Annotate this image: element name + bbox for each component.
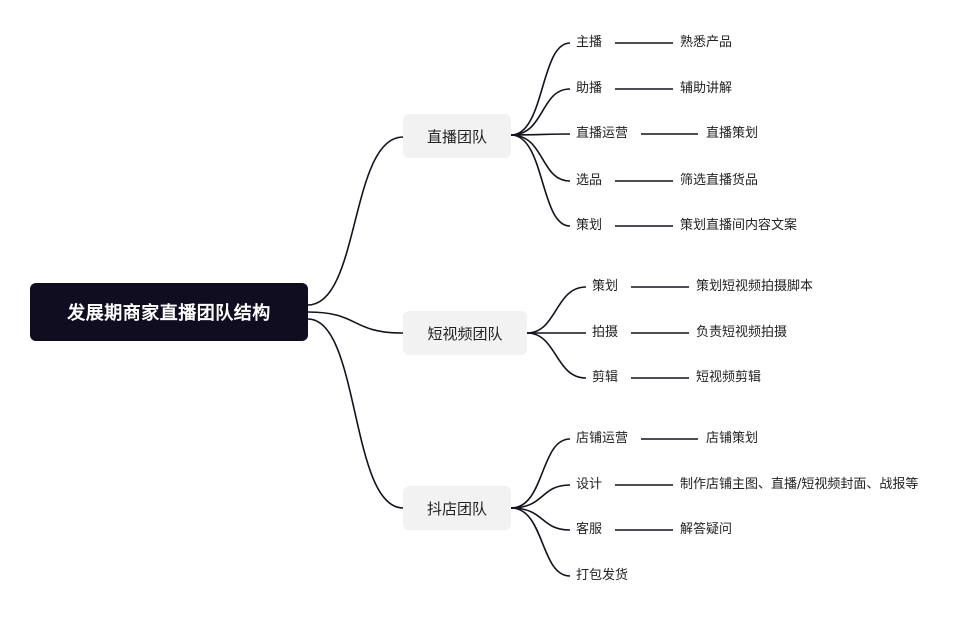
link-team-1-role-0 xyxy=(526,286,587,334)
duty-label[interactable]: 直播策划 xyxy=(706,126,759,141)
duty-label[interactable]: 策划直播间内容文案 xyxy=(680,218,798,233)
role-label[interactable]: 策划 xyxy=(576,218,603,233)
duty-label[interactable]: 策划短视频拍摄脚本 xyxy=(696,279,814,294)
duty-label[interactable]: 短视频剪辑 xyxy=(696,370,762,385)
link-team-0-role-1 xyxy=(510,88,571,136)
role-label[interactable]: 客服 xyxy=(576,522,603,537)
link-team-1-role-2 xyxy=(526,332,587,379)
link-root-team-2 xyxy=(307,318,404,509)
role-label[interactable]: 拍摄 xyxy=(592,325,619,340)
role-label[interactable]: 打包发货 xyxy=(576,568,629,583)
link-team-2-role-3 xyxy=(510,507,571,577)
role-label[interactable]: 设计 xyxy=(576,477,603,492)
team-node-short-video[interactable]: 短视频团队 xyxy=(403,311,527,355)
link-root-team-0 xyxy=(307,136,404,306)
duty-label[interactable]: 熟悉产品 xyxy=(680,35,733,50)
role-label[interactable]: 选品 xyxy=(576,173,603,188)
link-team-0-role-0 xyxy=(510,42,571,136)
role-label[interactable]: 直播运营 xyxy=(576,126,629,141)
duty-label[interactable]: 负责短视频拍摄 xyxy=(696,325,788,340)
duty-label[interactable]: 店铺策划 xyxy=(706,431,759,446)
link-team-2-role-2 xyxy=(510,507,571,531)
duty-label[interactable]: 解答疑问 xyxy=(680,522,733,537)
role-label[interactable]: 策划 xyxy=(592,279,619,294)
duty-label[interactable]: 筛选直播货品 xyxy=(680,173,759,188)
link-team-2-role-0 xyxy=(510,438,571,509)
link-team-2-role-1 xyxy=(510,484,571,509)
role-label[interactable]: 剪辑 xyxy=(592,370,619,385)
link-root-team-1 xyxy=(307,311,404,334)
root-topic[interactable]: 发展期商家直播团队结构 xyxy=(30,283,308,341)
team-node-douyin-store[interactable]: 抖店团队 xyxy=(403,486,511,530)
duty-label[interactable]: 辅助讲解 xyxy=(680,81,733,96)
role-label[interactable]: 店铺运营 xyxy=(576,431,629,446)
role-label[interactable]: 主播 xyxy=(576,35,603,50)
team-node-live[interactable]: 直播团队 xyxy=(403,114,511,158)
link-team-0-role-3 xyxy=(510,134,571,182)
link-team-0-role-4 xyxy=(510,134,571,227)
role-label[interactable]: 助播 xyxy=(576,81,603,96)
duty-label[interactable]: 制作店铺主图、直播/短视频封面、战报等 xyxy=(680,477,919,492)
